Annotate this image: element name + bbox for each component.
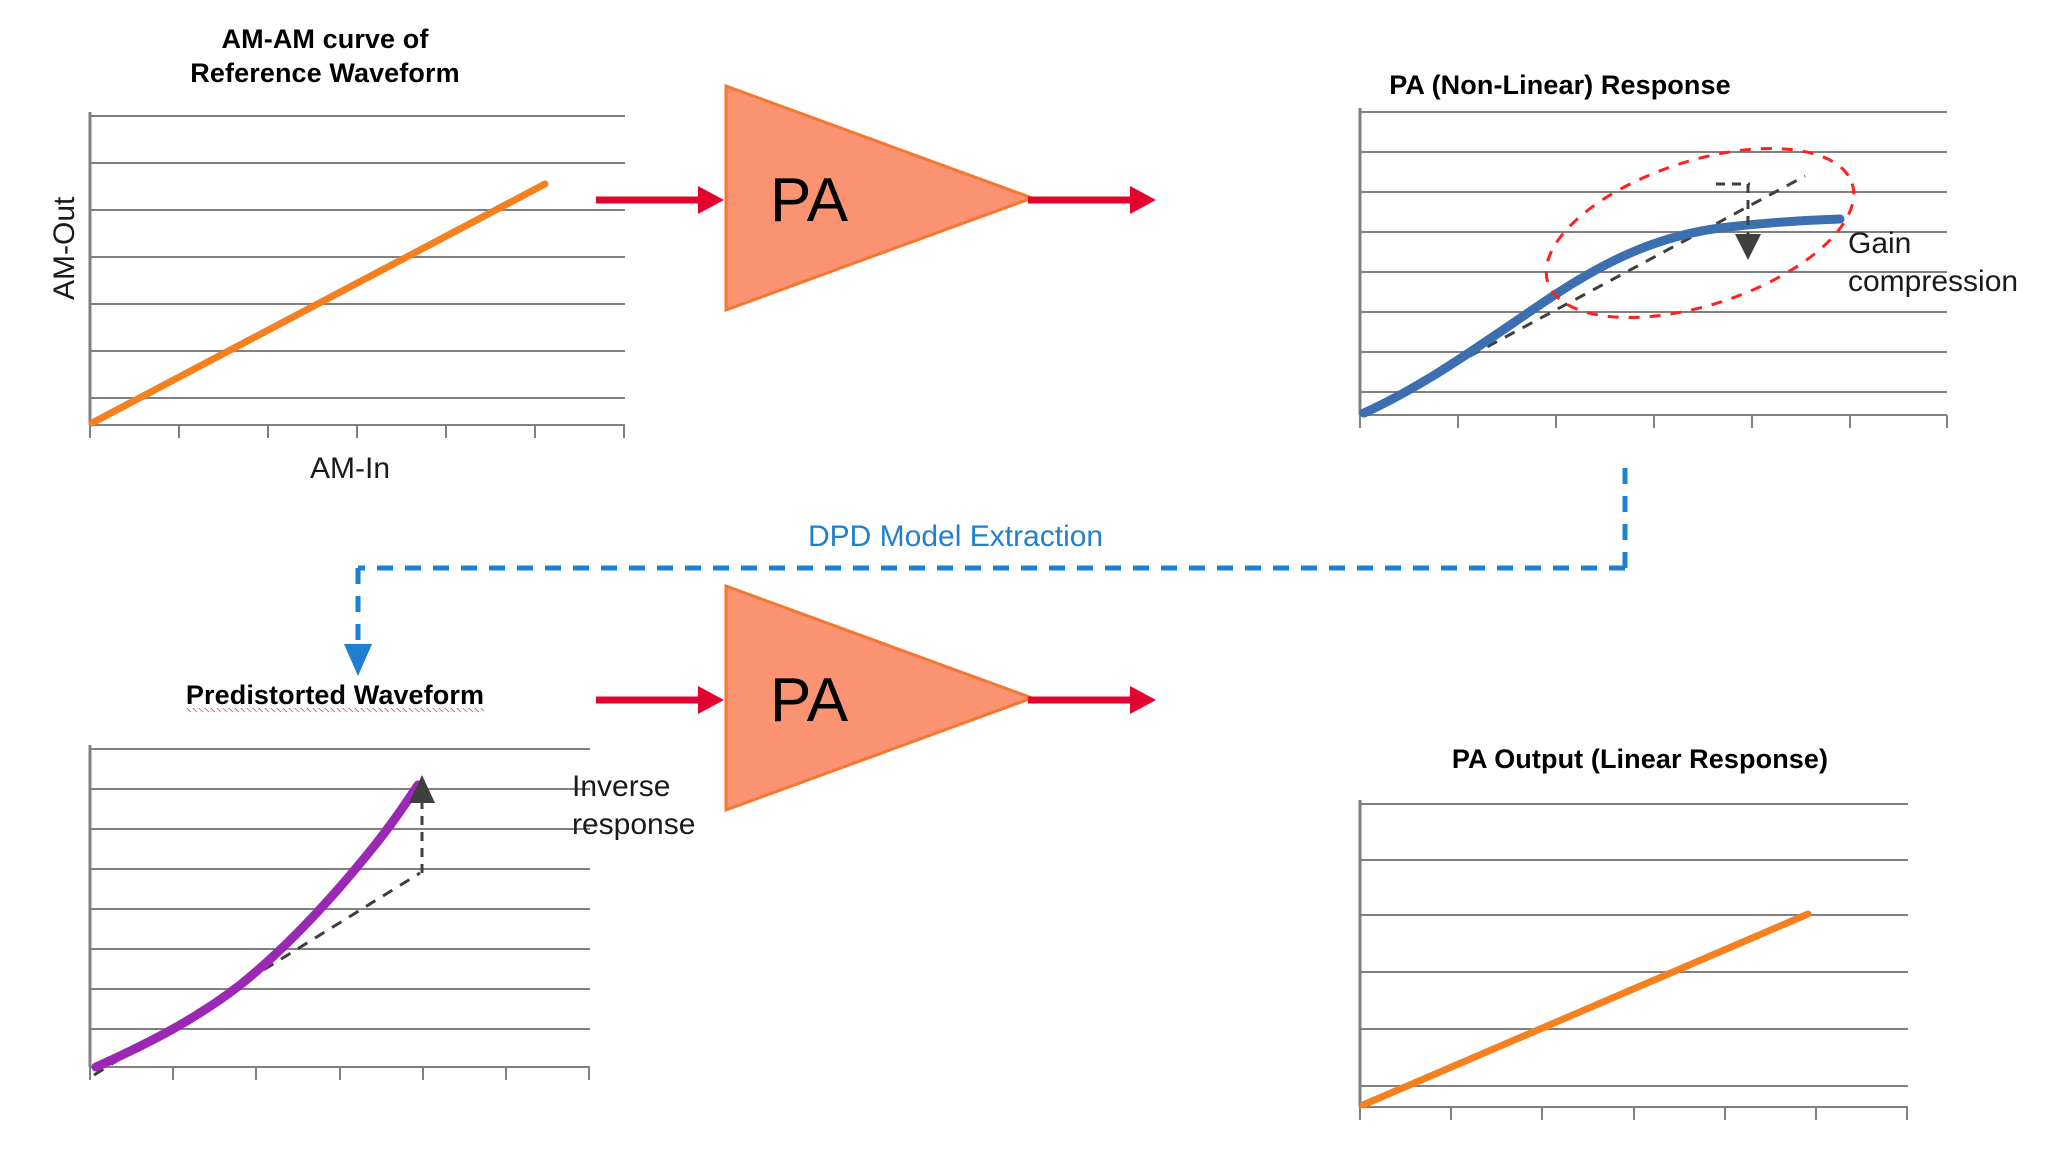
amplifier-pa-top-label: PA	[770, 166, 849, 235]
series-linearized-output	[1359, 910, 1812, 1109]
x-axis-ticks	[89, 425, 625, 438]
series-reference-linear	[88, 180, 549, 427]
series-pa-compressed	[1359, 214, 1845, 418]
chart-am-am-reference	[88, 112, 625, 438]
chart-title-predistorted-waveform-text: Predistorted Waveform	[185, 680, 485, 712]
chart-title-am-am-reference: AM-AM curve of Reference Waveform	[190, 24, 460, 88]
flow-arrow-dpd-model-extraction	[344, 468, 1628, 676]
x-axis-label-am-in: AM-In	[310, 452, 391, 485]
arrow-output-pa-bottom	[1028, 686, 1156, 714]
gain-compression-ellipse	[1544, 147, 1856, 319]
amplifier-pa-bottom	[724, 583, 1037, 813]
chart-pa-nonlinear-response	[1358, 108, 1948, 428]
x-axis-ticks	[1359, 415, 1948, 428]
annotation-gain-compression: Gain compression	[1848, 227, 2019, 298]
gridlines-horizontal	[1360, 803, 1908, 1108]
annotation-inverse-response: Inverse response	[572, 770, 696, 841]
flow-arrowhead-down	[344, 644, 372, 676]
chart-title-pa-nonlinear: PA (Non-Linear) Response	[1389, 70, 1731, 100]
series-predistortion-expansion	[91, 780, 423, 1072]
inverse-response-arrowhead	[409, 775, 435, 803]
chart-title-predistorted-waveform: Predistorted Waveform	[125, 678, 545, 712]
chart-predistorted-waveform	[88, 745, 590, 1080]
y-axis-label-am-out: AM-Out	[48, 196, 81, 300]
x-axis-ticks	[1359, 1107, 1908, 1120]
flow-label-dpd-model-extraction: DPD Model Extraction	[808, 520, 1104, 553]
arrow-output-pa-top	[1028, 186, 1156, 214]
chart-pa-output-linear	[1358, 800, 1908, 1120]
gridlines-horizontal	[90, 748, 590, 1068]
arrow-input-pa-top	[596, 186, 724, 214]
arrow-input-pa-bottom	[596, 686, 724, 714]
chart-title-pa-output-linear: PA Output (Linear Response)	[1451, 744, 1829, 774]
amplifier-pa-bottom-label: PA	[770, 666, 849, 735]
pa-triangle-shape	[724, 583, 1037, 813]
gain-compression-arrowhead	[1735, 234, 1761, 260]
pa-triangle-shape	[724, 83, 1037, 313]
x-axis-ticks	[89, 1067, 590, 1080]
amplifier-pa-top	[724, 83, 1037, 313]
